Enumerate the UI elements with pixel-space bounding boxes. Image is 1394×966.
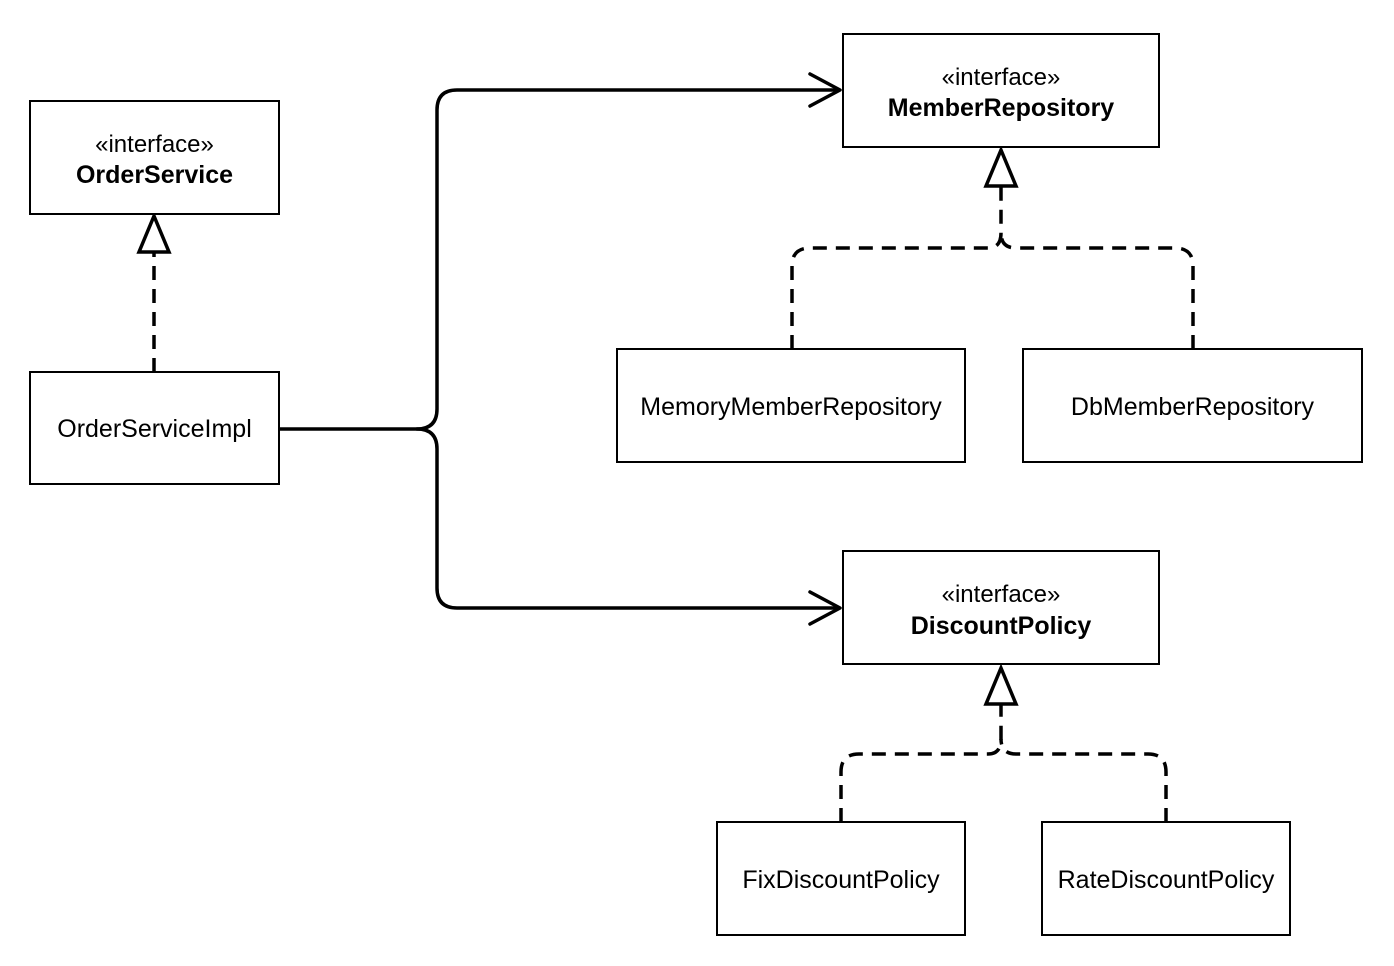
open-arrowhead-discountpolicy [808,590,842,626]
node-memberrepository[interactable]: «interface» MemberRepository [842,33,1160,148]
class-name-label: RateDiscountPolicy [1058,866,1275,894]
class-name-label: MemoryMemberRepository [640,393,942,421]
open-arrowhead-memberrepository [808,72,842,108]
association-line-orderserviceimpl-discountpolicy [415,427,840,610]
realization-line-ratediscountpolicy-discountpolicy [999,738,1168,822]
class-name-label: MemberRepository [888,94,1115,122]
stereotype-label: «interface» [942,64,1061,91]
node-fixdiscountpolicy[interactable]: FixDiscountPolicy [716,821,966,936]
node-orderservice[interactable]: «interface» OrderService [29,100,280,215]
node-ratediscountpolicy[interactable]: RateDiscountPolicy [1041,821,1291,936]
node-orderserviceimpl[interactable]: OrderServiceImpl [29,371,280,485]
realization-line-dbmemberrepository-memberrepository [999,232,1195,349]
realization-arrowhead-orderservice [136,211,172,254]
stereotype-label: «interface» [942,581,1061,608]
realization-line-fixdiscountpolicy-discountpolicy [839,704,1003,822]
node-dbmemberrepository[interactable]: DbMemberRepository [1022,348,1363,463]
realization-arrowhead-memberrepository [983,145,1019,188]
node-discountpolicy[interactable]: «interface» DiscountPolicy [842,550,1160,665]
class-name-label: DbMemberRepository [1071,393,1315,421]
realization-line-memorymemberrepository-memberrepository [790,186,1003,349]
realization-arrowhead-discountpolicy [983,663,1019,706]
class-name-label: FixDiscountPolicy [742,866,940,894]
stereotype-label: «interface» [95,131,214,158]
node-memorymemberrepository[interactable]: MemoryMemberRepository [616,348,966,463]
association-line-orderserviceimpl-memberrepository [277,88,840,431]
class-name-label: OrderService [76,161,233,189]
class-name-label: DiscountPolicy [911,612,1092,640]
class-name-label: OrderServiceImpl [57,415,252,443]
